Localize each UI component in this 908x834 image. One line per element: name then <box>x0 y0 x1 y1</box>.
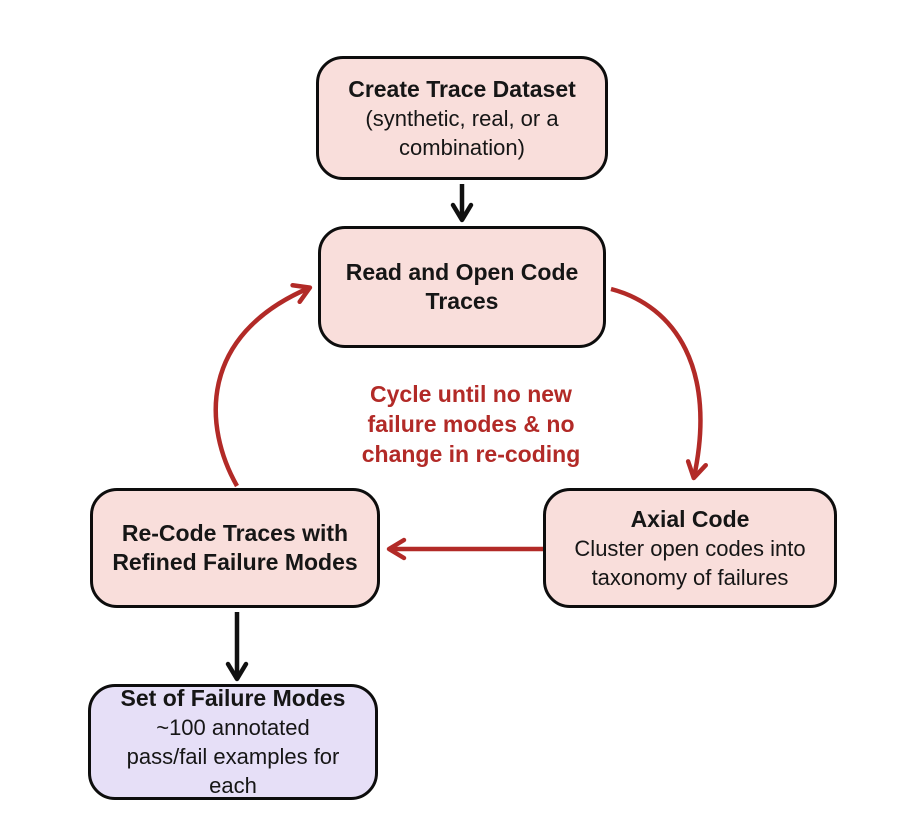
node-title: Create Trace Dataset <box>348 75 576 102</box>
node-create-trace-dataset: Create Trace Dataset (synthetic, real, o… <box>316 56 608 180</box>
arrow-recode-to-read <box>213 283 313 488</box>
node-body: (synthetic, real, or a combination) <box>365 105 559 160</box>
node-title: Set of Failure Modes <box>120 685 346 711</box>
node-axial-code: Axial Code Cluster open codes into taxon… <box>543 488 837 608</box>
node-body: Cluster open codes into taxonomy of fail… <box>574 535 806 590</box>
cycle-until-label: Cycle until no new failure modes & no ch… <box>361 381 581 467</box>
arrow-read-to-axial <box>610 286 708 481</box>
node-title: Axial Code <box>630 505 750 532</box>
node-set-of-failure-modes: Set of Failure Modes ~100 annotated pass… <box>88 684 378 800</box>
node-title: Re-Code Traces with Refined Failure Mode… <box>112 520 358 575</box>
node-title: Read and Open Code Traces <box>345 259 579 314</box>
node-read-and-open-code-traces: Read and Open Code Traces <box>318 226 606 348</box>
node-re-code-traces: Re-Code Traces with Refined Failure Mode… <box>90 488 380 608</box>
node-body: ~100 annotated pass/fail examples for ea… <box>126 715 340 798</box>
